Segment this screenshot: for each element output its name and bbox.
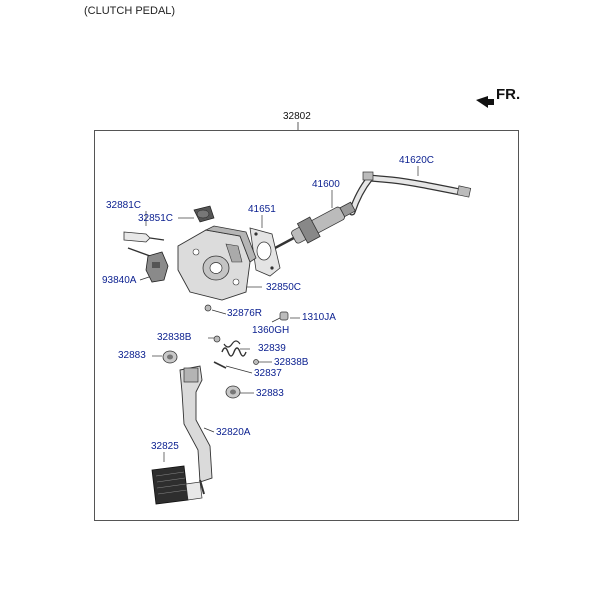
part-label-switch[interactable]: 93840A: [102, 275, 137, 286]
assembly-frame: [94, 130, 519, 521]
leader-lines: [139, 166, 419, 462]
return-spring: [221, 340, 247, 357]
switch-cap: [193, 205, 215, 223]
part-label-bolt[interactable]: 32876R: [227, 308, 263, 319]
part-label-guide-pin[interactable]: 32881C: [106, 200, 142, 211]
clevis-pin: [213, 361, 227, 369]
hydraulic-hose: [348, 171, 472, 216]
part-label-pedal-pad[interactable]: 32825: [151, 441, 179, 452]
part-label-bushing-a[interactable]: 32838B: [157, 332, 192, 343]
part-label-bracket[interactable]: 32850C: [266, 282, 302, 293]
part-label-nut[interactable]: 1310JA: [302, 312, 336, 323]
front-direction-label: FR.: [496, 86, 521, 103]
clutch-switch: [127, 247, 169, 283]
part-label-switch-cap[interactable]: 32851C: [138, 213, 174, 224]
part-label-master-cylinder[interactable]: 41600: [312, 179, 340, 190]
part-label-lower-bushing[interactable]: 32883: [256, 388, 284, 399]
part-label-clevis-pin[interactable]: 32837: [254, 368, 282, 379]
pedal-bracket: [177, 225, 257, 301]
part-label-pedal-arm[interactable]: 32820A: [216, 427, 251, 438]
guide-pin: [123, 231, 165, 243]
part-label-washer[interactable]: 1360GH: [252, 325, 290, 336]
pedal-pad: [151, 465, 203, 505]
pedal-bushing-upper: [162, 350, 178, 364]
diagram-title: (CLUTCH PEDAL): [84, 5, 176, 17]
mounting-gasket: [249, 227, 281, 277]
part-label-hose[interactable]: 41620C: [399, 155, 435, 166]
fastener-bolts: [204, 304, 289, 365]
part-label-bushing-b[interactable]: 32838B: [274, 357, 309, 368]
front-arrow-icon: [476, 96, 494, 108]
part-label-spring[interactable]: 32839: [258, 343, 286, 354]
pedal-bushing-lower: [225, 385, 241, 399]
part-label-upper-bushing[interactable]: 32883: [118, 350, 146, 361]
part-label-gasket[interactable]: 41651: [248, 204, 276, 215]
clutch-pedal-arm: [179, 365, 213, 495]
part-label-assembly[interactable]: 32802: [283, 111, 311, 122]
